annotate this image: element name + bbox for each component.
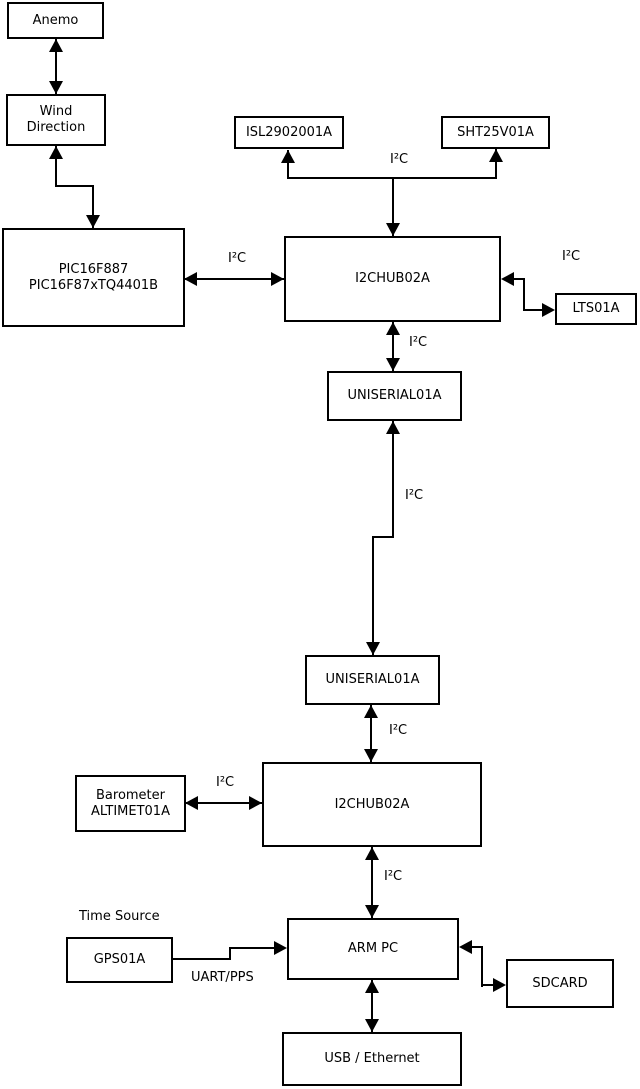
edge-wind-pic-v2 — [92, 185, 94, 228]
edge-wind-pic-h — [55, 185, 94, 187]
node-isl2902001a: ISL2902001A — [234, 116, 344, 149]
node-wind-direction: Wind Direction — [6, 94, 106, 146]
arrowhead-down-uni2-top — [366, 642, 380, 655]
arrowhead-up-hub2-bottom — [365, 847, 379, 860]
arrowhead-down-hub2-top — [364, 749, 378, 762]
edge-uni-link-v2 — [372, 536, 374, 655]
edge-bus-isl-v — [287, 150, 289, 179]
node-barometer-altimet01a: Barometer ALTIMET01A — [75, 775, 186, 832]
edge-uni-link-v1 — [392, 421, 394, 538]
arrowhead-left-barometer — [185, 796, 198, 810]
arrowhead-left-pic — [184, 272, 197, 286]
node-lts01a-label: LTS01A — [572, 301, 620, 316]
edge-label-i2c-pic-hub1: I²C — [228, 251, 247, 266]
arrowhead-right-sdcard — [493, 978, 506, 992]
label-time-source: Time Source — [79, 909, 160, 924]
arrowhead-left-hub1-right — [501, 272, 514, 286]
node-gps01a-label: GPS01A — [93, 952, 146, 967]
edge-baro-hub2-line — [185, 802, 262, 804]
edge-uni-link-h — [372, 536, 394, 538]
edge-label-i2c-baro-hub2: I²C — [216, 775, 235, 790]
edge-hub2-armpc-line — [371, 847, 373, 918]
edge-label-i2c-hub1-lts: I²C — [562, 249, 581, 264]
node-usb-ethernet: USB / Ethernet — [282, 1032, 462, 1086]
node-i2chub02a-2: I2CHUB02A — [262, 762, 482, 847]
node-anemo-label: Anemo — [32, 12, 79, 28]
node-sdcard-label: SDCARD — [532, 975, 588, 991]
node-i2chub02a-2-label: I2CHUB02A — [334, 796, 410, 812]
node-wind-direction-label-line2: Direction — [26, 120, 86, 135]
node-sdcard: SDCARD — [506, 959, 614, 1008]
node-pic16f887: PIC16F887 PIC16F87xTQ4401B — [2, 228, 185, 327]
node-usb-ethernet-label: USB / Ethernet — [324, 1051, 420, 1066]
edge-gps-armpc-h1 — [173, 958, 231, 960]
node-wind-direction-label-line1: Wind — [39, 104, 73, 119]
node-gps01a: GPS01A — [66, 937, 173, 983]
edge-armpc-sdcard-h1 — [470, 946, 483, 948]
edge-bus-hub1-v — [392, 177, 394, 236]
node-isl2902001a-label: ISL2902001A — [245, 124, 333, 140]
arrowhead-up-hub1-bottom — [386, 322, 400, 335]
node-uniserial01a-1-label: UNISERIAL01A — [347, 388, 442, 403]
node-sht25v01a: SHT25V01A — [441, 116, 550, 149]
edge-hub1-uni1-line — [392, 322, 394, 371]
edge-label-i2c-uni2-hub2: I²C — [389, 723, 408, 738]
edge-bus-sht-v — [495, 149, 497, 179]
edge-uni2-hub2-line — [370, 705, 372, 762]
arrowhead-down-uni1-top — [386, 358, 400, 371]
edge-wind-pic-v1 — [55, 146, 57, 187]
arrowhead-down-armpc-top — [365, 905, 379, 918]
node-i2chub02a-1-label: I2CHUB02A — [355, 271, 430, 286]
node-pic16f887-label-line2: PIC16F87xTQ4401B — [28, 277, 159, 293]
arrowhead-down-pic-top — [86, 215, 100, 228]
arrowhead-right-hub2-left — [249, 796, 262, 810]
node-arm-pc: ARM PC — [287, 918, 459, 980]
edge-gps-armpc-h2 — [229, 947, 275, 949]
edge-pic-hub1-line — [184, 278, 284, 280]
node-i2chub02a-1: I2CHUB02A — [284, 236, 501, 322]
node-barometer-label-line2: ALTIMET01A — [91, 803, 170, 819]
arrowhead-up-armpc-bottom — [365, 980, 379, 993]
node-sht25v01a-label: SHT25V01A — [457, 124, 534, 140]
edge-label-i2c-uni-link: I²C — [405, 488, 424, 503]
node-lts01a: LTS01A — [555, 293, 637, 325]
edge-hub1-lts-v — [523, 278, 525, 311]
edge-hub1-lts-h2 — [523, 309, 543, 311]
edge-armpc-sdcard-h2 — [481, 984, 495, 986]
edge-label-i2c-hub1-uni1: I²C — [409, 335, 428, 350]
node-pic16f887-label-line1: PIC16F887 — [58, 261, 129, 277]
edge-label-uart-pps: UART/PPS — [191, 970, 254, 985]
arrowhead-right-armpc-left — [274, 941, 287, 955]
arrowhead-down-wind — [49, 81, 63, 94]
node-uniserial01a-2: UNISERIAL01A — [305, 655, 440, 705]
edge-label-i2c-hub2-armpc: I²C — [384, 869, 403, 884]
node-uniserial01a-2-label: UNISERIAL01A — [325, 672, 420, 687]
edge-anemo-wind-line — [55, 39, 57, 94]
node-barometer-label-line1: Barometer — [96, 787, 165, 803]
edge-label-i2c-bus: I²C — [390, 152, 409, 167]
arrowhead-down-hub1-top — [386, 223, 400, 236]
node-arm-pc-label: ARM PC — [347, 941, 399, 956]
arrowhead-right-hub1 — [271, 272, 284, 286]
edge-hub1-lts-h1 — [512, 278, 525, 280]
node-uniserial01a-1: UNISERIAL01A — [327, 371, 462, 421]
edge-armpc-sdcard-v — [481, 946, 483, 987]
arrowhead-up-uni2-bottom — [364, 705, 378, 718]
edge-armpc-usb-line — [371, 980, 373, 1032]
edge-gps-armpc-v — [229, 947, 231, 960]
arrowhead-left-armpc-right — [459, 940, 472, 954]
node-anemo: Anemo — [7, 2, 104, 39]
arrowhead-down-usb-top — [365, 1019, 379, 1032]
arrowhead-right-lts — [542, 303, 555, 317]
arrowhead-up-anemo — [49, 39, 63, 52]
